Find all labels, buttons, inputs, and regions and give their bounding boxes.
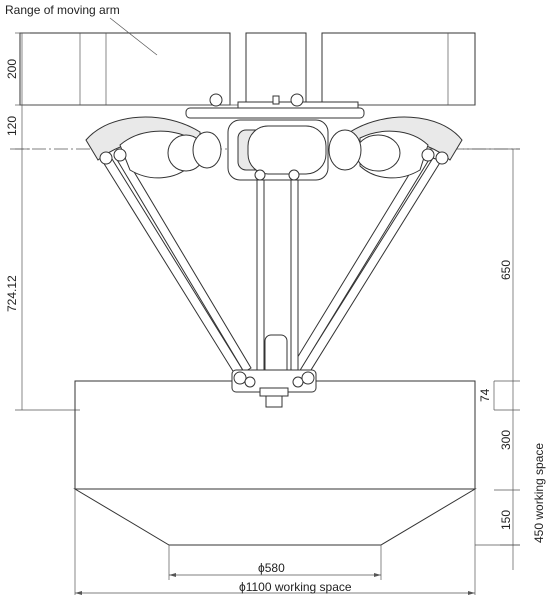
range-of-moving-arm-label: Range of moving arm bbox=[5, 3, 120, 17]
moving-arm-range bbox=[19, 17, 476, 106]
robot-base bbox=[85, 93, 463, 181]
arm-range-box-right bbox=[321, 32, 476, 106]
arm-range-leader bbox=[109, 17, 158, 56]
dim-74-label: 74 bbox=[478, 388, 492, 402]
right-dimensions bbox=[463, 148, 520, 570]
dim-d580-label: ϕ580 bbox=[258, 561, 285, 575]
eye-bolt-right-icon bbox=[290, 93, 304, 107]
left-dimensions bbox=[15, 32, 80, 411]
tool-flange bbox=[265, 395, 283, 408]
dim-200-label: 200 bbox=[5, 59, 19, 79]
dim-724-label: 724.12 bbox=[5, 275, 19, 312]
bottom-dimensions bbox=[75, 573, 475, 595]
eye-bolt-left-icon bbox=[209, 93, 223, 107]
robot-parallel-arms bbox=[102, 154, 442, 379]
dim-d1100-working-space-label: ϕ1100 working space bbox=[239, 580, 352, 594]
working-space-lower-trapezoid bbox=[73, 488, 477, 546]
dim-120-label: 120 bbox=[5, 116, 19, 136]
dim-450-working-space-label: 450 working space bbox=[532, 443, 546, 543]
dim-650-label: 650 bbox=[499, 260, 513, 280]
dim-150-label: 150 bbox=[499, 510, 513, 530]
arm-range-box-left bbox=[19, 32, 231, 106]
dim-300-label: 300 bbox=[499, 430, 513, 450]
end-effector bbox=[231, 334, 317, 408]
